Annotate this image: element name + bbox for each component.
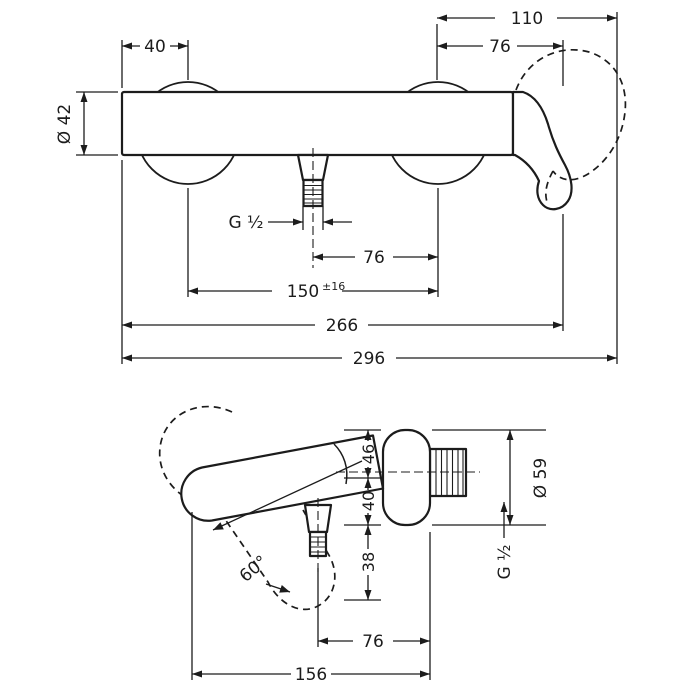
front-extension-lines xyxy=(76,12,618,364)
angle-arrow-line xyxy=(212,460,363,531)
arrowhead-right xyxy=(607,354,617,362)
g-half-side-label: G ½ xyxy=(495,544,515,579)
dim-38: 38 xyxy=(359,525,378,600)
arrowhead-down xyxy=(80,145,88,155)
arrowhead-left xyxy=(122,354,132,362)
arrowhead-left xyxy=(313,253,323,261)
mixer-body-side xyxy=(381,428,432,527)
arrowhead-right xyxy=(428,287,438,295)
arrowhead-down xyxy=(364,468,372,478)
dim-g-half-side: G ½ xyxy=(495,502,515,580)
arc-arrowhead xyxy=(279,585,290,593)
lever-handle-closed xyxy=(511,90,573,211)
dim-46: 46 xyxy=(359,430,378,478)
dim-76-top-label: 76 xyxy=(489,37,511,57)
arrowhead-right xyxy=(428,253,438,261)
arrowhead-left xyxy=(437,42,447,50)
dim-38-label: 38 xyxy=(359,552,378,572)
arrowhead-down xyxy=(364,590,372,600)
dim-diameter-59: Ø 59 xyxy=(506,430,551,525)
dim-76-side: 76 xyxy=(318,632,430,652)
arrowhead-left xyxy=(318,637,328,645)
arrowhead-left xyxy=(122,321,132,329)
arrowhead-up xyxy=(364,478,372,488)
arrowhead-right xyxy=(293,218,303,226)
dim-150-tolerance: ±16 xyxy=(322,280,345,293)
arrowhead-left xyxy=(122,42,132,50)
arrowhead-right xyxy=(178,42,188,50)
lever-swing-outline-dashed xyxy=(515,48,627,181)
dim-76-bottom: 76 xyxy=(313,248,438,268)
arrowhead-right xyxy=(553,42,563,50)
dim-diameter-42: Ø 42 xyxy=(55,92,88,155)
dim-150-label: 150 xyxy=(287,282,319,302)
dim-296: 296 xyxy=(122,349,617,369)
side-view: 46 40 38 Ø 59 G ½ xyxy=(158,405,551,685)
lever-inner-contour xyxy=(333,443,348,485)
arrowhead-right xyxy=(420,670,430,678)
arrowhead-down xyxy=(506,515,514,525)
arrowhead-left xyxy=(188,287,198,295)
dim-266: 266 xyxy=(122,316,563,336)
dim-110-label: 110 xyxy=(511,9,543,29)
dim-40-label: 40 xyxy=(144,37,166,57)
dim-60-label: 60° xyxy=(236,552,272,587)
dim-150: 150 ±16 xyxy=(188,280,438,302)
arrowhead-tip xyxy=(213,522,224,530)
arrowhead-down xyxy=(364,515,372,525)
arrowhead-up xyxy=(80,92,88,102)
side-centerlines xyxy=(317,471,480,575)
dim-76-side-label: 76 xyxy=(362,632,384,652)
lever-handle-side xyxy=(180,434,385,522)
arrowhead-left xyxy=(323,218,333,226)
mixer-body-bar xyxy=(120,90,515,157)
arrowhead-left xyxy=(192,670,202,678)
dim-266-label: 266 xyxy=(326,316,358,336)
lever-swing-arc-dashed xyxy=(544,170,554,203)
arrowhead-up xyxy=(506,430,514,440)
front-view: 110 40 76 Ø 42 G ½ xyxy=(55,9,627,369)
arrowhead-up xyxy=(500,502,508,512)
dim-110: 110 xyxy=(437,9,617,29)
dim-156-label: 156 xyxy=(295,665,327,685)
dim-76-bottom-label: 76 xyxy=(363,248,385,268)
g-half-front-label: G ½ xyxy=(228,213,263,233)
dim-40: 40 xyxy=(122,37,188,57)
arrowhead-right xyxy=(420,637,430,645)
arrowhead-left xyxy=(437,14,447,22)
arrowhead-right xyxy=(553,321,563,329)
arrowhead-right xyxy=(607,14,617,22)
dim-40-side-label: 40 xyxy=(359,491,378,511)
dim-156: 156 xyxy=(192,665,430,685)
dim-296-label: 296 xyxy=(353,349,385,369)
dim-40-side: 40 xyxy=(359,478,378,525)
dim-76-top: 76 xyxy=(437,37,563,57)
dim-g-half-front: G ½ xyxy=(228,213,352,233)
arrowhead-up xyxy=(364,430,372,440)
dim-59-label: Ø 59 xyxy=(531,458,551,498)
dim-46-label: 46 xyxy=(359,444,378,464)
dim-42-label: Ø 42 xyxy=(55,104,75,144)
arrowhead-up xyxy=(364,525,372,535)
side-extension-lines xyxy=(191,429,546,680)
